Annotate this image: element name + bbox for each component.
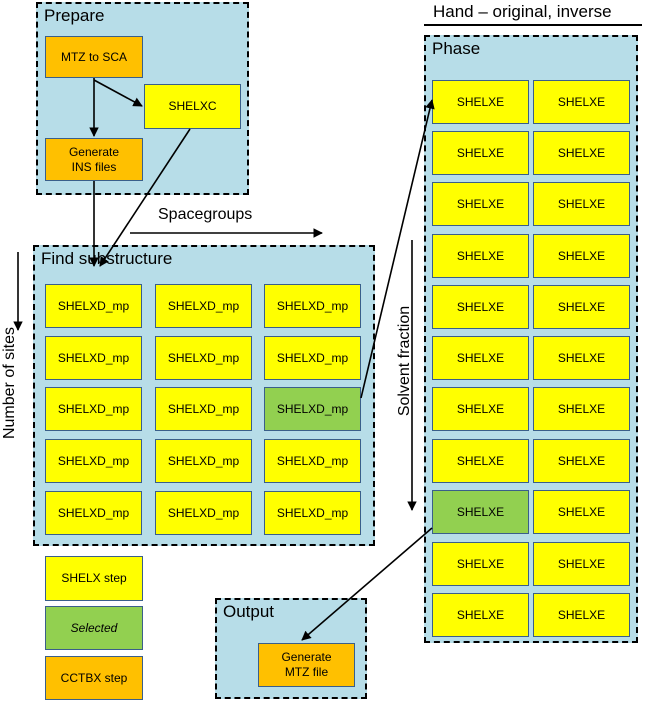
shelxe-box: SHELXE [533, 131, 630, 175]
arrow-mtz-to-shelxc [93, 79, 143, 107]
shelxe-box: SHELXE [533, 593, 630, 637]
shelxd-box: SHELXD_mp [45, 439, 142, 483]
shelxd-box: SHELXD_mp [155, 491, 252, 535]
shelxe-box: SHELXE [432, 182, 529, 226]
shelxe-box: SHELXE [432, 131, 529, 175]
phase-title: Phase [432, 39, 481, 58]
shelxd-box: SHELXD_mp [155, 284, 252, 328]
shelxd-box: SHELXD_mp [264, 439, 361, 483]
arrow-shelxc-to-find [99, 128, 191, 267]
output-title: Output [223, 602, 275, 621]
shelxd-box-selected: SHELXD_mp [264, 387, 361, 431]
prepare-title: Prepare [44, 6, 105, 25]
arrow-selected-to-phase [360, 99, 435, 399]
shelxe-box: SHELXE [533, 542, 630, 586]
generate-ins-label: Generate INS files [68, 144, 120, 174]
shelxe-box: SHELXE [432, 593, 529, 637]
shelxe-box: SHELXE [432, 387, 529, 431]
shelxe-box: SHELXE [432, 234, 529, 278]
shelxd-box: SHELXD_mp [155, 336, 252, 380]
shelxe-box: SHELXE [432, 336, 529, 380]
shelxe-box: SHELXE [533, 80, 630, 124]
shelxe-box: SHELXE [432, 80, 529, 124]
shelxd-box: SHELXD_mp [45, 491, 142, 535]
shelxe-box: SHELXE [533, 285, 630, 329]
mtz-to-sca-box: MTZ to SCA [45, 36, 143, 78]
generate-mtz-box: Generate MTZ file [258, 643, 355, 687]
shelxd-box: SHELXD_mp [45, 284, 142, 328]
legend-shelx-step: SHELX step [45, 556, 143, 601]
shelxc-box: SHELXC [144, 84, 241, 129]
spacegroups-label: Spacegroups [158, 206, 253, 223]
shelxe-box: SHELXE [533, 182, 630, 226]
arrow-phase-to-output [301, 527, 433, 641]
shelxe-box-selected: SHELXE [432, 490, 529, 534]
shelxd-box: SHELXD_mp [155, 387, 252, 431]
shelxe-box: SHELXE [533, 439, 630, 483]
shelxe-box: SHELXE [533, 336, 630, 380]
shelxd-box: SHELXD_mp [264, 491, 361, 535]
shelxe-box: SHELXE [533, 234, 630, 278]
generate-ins-box: Generate INS files [45, 138, 143, 181]
shelxd-box: SHELXD_mp [45, 336, 142, 380]
shelxe-box: SHELXE [432, 542, 529, 586]
generate-mtz-label: Generate MTZ file [281, 650, 332, 679]
hand-label: Hand – original, inverse [433, 2, 612, 21]
shelxd-box: SHELXD_mp [45, 387, 142, 431]
shelxe-box: SHELXE [533, 490, 630, 534]
shelxd-box: SHELXD_mp [155, 439, 252, 483]
shelxd-box: SHELXD_mp [264, 336, 361, 380]
shelxe-box: SHELXE [533, 387, 630, 431]
shelxe-box: SHELXE [432, 439, 529, 483]
shelxe-box: SHELXE [432, 285, 529, 329]
legend-cctbx-step: CCTBX step [45, 656, 143, 700]
legend-selected: Selected [45, 606, 143, 650]
shelxd-box: SHELXD_mp [264, 284, 361, 328]
